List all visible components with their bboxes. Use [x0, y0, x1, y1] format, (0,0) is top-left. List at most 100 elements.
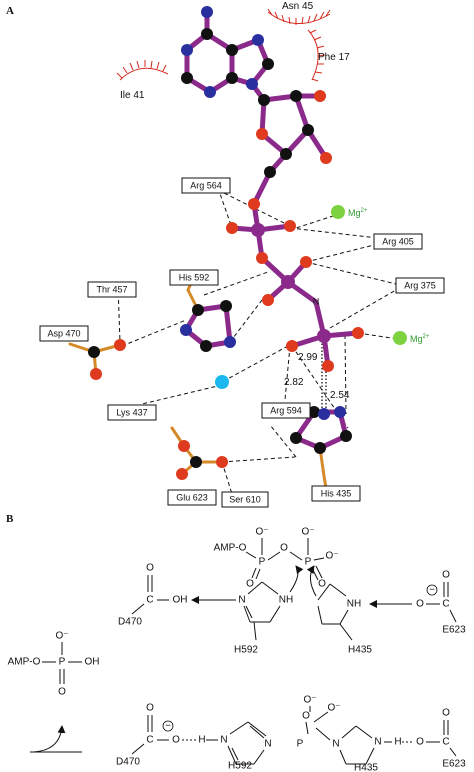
svg-text:O: O	[442, 708, 450, 719]
svg-text:AMP-O: AMP-O	[8, 657, 41, 668]
svg-text:NH: NH	[279, 595, 293, 606]
svg-text:D470: D470	[118, 617, 142, 628]
svg-text:O: O	[416, 737, 424, 748]
svg-text:P: P	[59, 657, 66, 668]
svg-text:−: −	[165, 721, 171, 732]
svg-text:AMP-O: AMP-O	[214, 543, 247, 554]
distance-label: 2.99	[298, 352, 318, 363]
svg-text:OH: OH	[85, 657, 100, 668]
residue-box-arg594: Arg 594	[261, 402, 311, 419]
svg-text:O⁻: O⁻	[301, 527, 314, 538]
magnesium-ion	[331, 205, 345, 219]
residue-box-arg375: Arg 375	[395, 277, 445, 294]
d470-carboxylate-bottom: O C O − H D470	[116, 703, 218, 768]
distance-label: 2.82	[284, 377, 304, 388]
svg-text:O⁻: O⁻	[55, 631, 68, 642]
svg-text:O: O	[442, 570, 450, 581]
svg-text:Thr 457: Thr 457	[96, 284, 127, 294]
residue-atoms	[88, 300, 352, 480]
substrate-structure: AMP-O P O⁻ O O P O⁻ O O⁻	[214, 527, 339, 590]
svg-text:Arg 564: Arg 564	[190, 180, 222, 190]
svg-text:D470: D470	[116, 757, 140, 768]
e623-carboxylate-top: O C O − E623	[416, 570, 466, 636]
svg-text:C: C	[442, 737, 449, 748]
curved-arrow	[306, 565, 317, 597]
panel-label-b: B	[6, 513, 14, 525]
svg-text:Glu 623: Glu 623	[176, 492, 208, 502]
svg-text:P: P	[259, 557, 266, 568]
svg-text:H592: H592	[234, 645, 258, 656]
svg-text:P: P	[297, 739, 304, 750]
svg-text:H435: H435	[354, 763, 378, 772]
svg-text:N: N	[374, 737, 381, 748]
curved-arrow	[29, 725, 66, 753]
svg-text:OH: OH	[173, 595, 188, 606]
svg-text:O⁻: O⁻	[325, 551, 338, 562]
bridging-nitrogen-label: N	[313, 296, 320, 306]
residue-box-thr457: Thr 457	[87, 281, 137, 298]
d470-acid-structure: O C OH D470	[118, 563, 187, 628]
svg-text:H435: H435	[348, 645, 372, 656]
residue-box-glu623: Glu 623	[167, 489, 217, 506]
svg-text:O⁻: O⁻	[327, 703, 340, 714]
svg-text:Ser 610: Ser 610	[229, 494, 261, 504]
distance-label: 2.54	[330, 390, 350, 401]
svg-text:C: C	[146, 735, 153, 746]
svg-text:O: O	[146, 703, 154, 714]
svg-text:His 435: His 435	[321, 488, 352, 498]
svg-text:NH: NH	[347, 599, 361, 610]
hydrophobic-contact-ile41	[116, 60, 169, 81]
svg-text:C: C	[146, 595, 153, 606]
residue-box-lys437: Lys 437	[107, 404, 157, 421]
contact-label-asn45: Asn 45	[282, 1, 314, 12]
svg-text:O: O	[146, 563, 154, 574]
panel-label-a: A	[6, 5, 14, 17]
magnesium-label: Mg2+	[410, 334, 430, 344]
svg-text:Asp 470: Asp 470	[47, 328, 80, 338]
residue-box-his435: His 435	[311, 485, 361, 502]
svg-text:N: N	[264, 739, 271, 750]
svg-text:His 592: His 592	[179, 272, 210, 282]
hydrophobic-contact-asn45	[267, 8, 331, 25]
svg-text:O: O	[246, 579, 254, 590]
svg-text:O: O	[318, 579, 326, 590]
residue-box-arg564: Arg 564	[181, 177, 231, 194]
svg-text:O: O	[302, 711, 310, 722]
svg-text:E623: E623	[442, 759, 466, 770]
svg-text:N: N	[220, 735, 227, 746]
contact-label-ile41: Ile 41	[120, 90, 145, 101]
e623-acid-bottom: O C O E623	[416, 708, 466, 770]
ligand-atoms	[181, 6, 364, 372]
magnesium-label: Mg2+	[348, 208, 368, 218]
svg-text:O⁻: O⁻	[303, 695, 316, 706]
hydrogen-bonds	[117, 187, 399, 495]
product-structure: AMP-O P O⁻ O OH	[8, 631, 100, 698]
svg-text:−: −	[429, 585, 435, 596]
water-molecule	[215, 375, 229, 389]
svg-text:N: N	[238, 595, 245, 606]
residue-box-his592: His 592	[169, 269, 219, 286]
svg-text:Arg 594: Arg 594	[270, 405, 302, 415]
curved-arrow	[289, 565, 304, 593]
svg-text:H592: H592	[228, 761, 252, 772]
hydrophobic-contact-phe17	[307, 29, 326, 82]
h592-imidazole-top: N NH H592	[234, 581, 293, 656]
svg-text:H: H	[394, 737, 401, 748]
svg-text:O⁻: O⁻	[255, 527, 268, 538]
svg-text:Arg 375: Arg 375	[404, 280, 436, 290]
svg-text:N: N	[332, 739, 339, 750]
svg-text:O: O	[58, 687, 66, 698]
h435-imidazole-top: NH H435	[317, 583, 372, 656]
svg-text:P: P	[305, 557, 312, 568]
svg-text:Lys 437: Lys 437	[116, 407, 147, 417]
residue-box-ser610: Ser 610	[221, 491, 269, 508]
svg-text:O: O	[172, 735, 180, 746]
magnesium-ion	[393, 331, 407, 345]
phosphohistidine-structure: O⁻ O P O⁻ N N H H435	[297, 695, 414, 772]
svg-text:O: O	[280, 543, 288, 554]
residue-box-asp470: Asp 470	[39, 325, 89, 342]
residue-box-arg405: Arg 405	[373, 233, 423, 250]
contact-label-phe17: Phe 17	[318, 52, 350, 63]
svg-text:O: O	[416, 599, 424, 610]
